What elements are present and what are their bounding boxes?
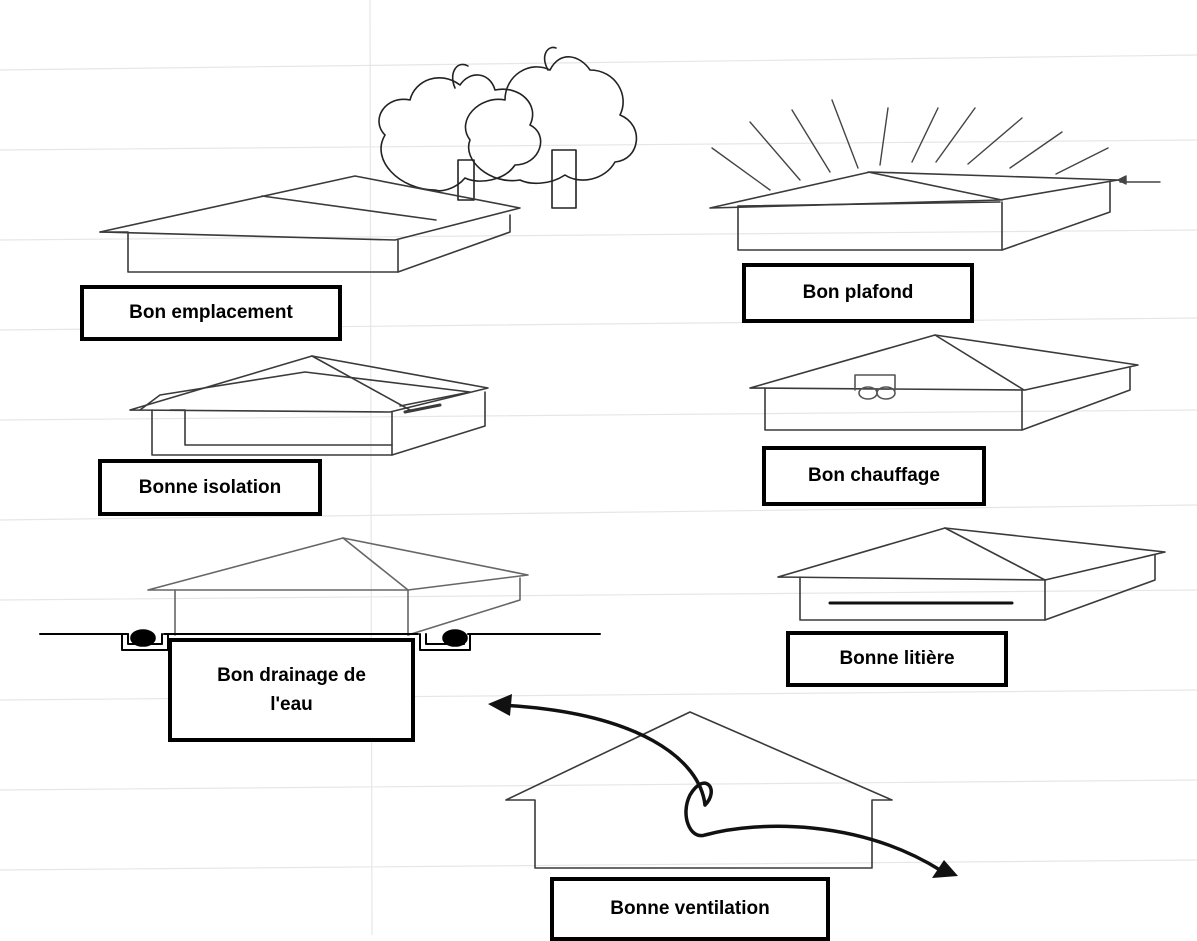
building-drainage	[148, 538, 528, 635]
label-bonne-ventilation-text: Bonne ventilation	[610, 898, 770, 920]
ventilation-airflow-arrow	[500, 705, 940, 870]
label-bon-drainage: Bon drainage de l'eau	[168, 638, 415, 742]
building-litiere	[778, 528, 1165, 620]
label-bonne-litiere: Bonne litière	[786, 631, 1008, 687]
airflow-arrowhead-left	[488, 694, 512, 716]
trees-drawing	[379, 47, 636, 208]
label-bon-chauffage: Bon chauffage	[762, 446, 986, 506]
label-bonne-litiere-text: Bonne litière	[839, 648, 955, 670]
label-bon-chauffage-text: Bon chauffage	[808, 465, 940, 487]
label-bonne-isolation: Bonne isolation	[98, 459, 322, 516]
sun-rays	[712, 100, 1160, 190]
label-bon-drainage-line1: Bon drainage de	[217, 664, 366, 686]
drain-pipes	[131, 630, 467, 646]
building-isolation	[130, 356, 488, 455]
label-bon-plafond-text: Bon plafond	[802, 282, 914, 304]
label-bon-emplacement-text: Bon emplacement	[129, 302, 293, 324]
label-bonne-ventilation: Bonne ventilation	[550, 877, 830, 941]
building-plafond	[710, 172, 1118, 250]
label-bon-plafond: Bon plafond	[742, 263, 974, 323]
label-bon-drainage-text: Bon drainage de l'eau	[217, 661, 366, 720]
label-bon-emplacement: Bon emplacement	[80, 285, 342, 341]
building-emplacement	[100, 176, 520, 272]
label-bon-drainage-line2: l'eau	[270, 694, 313, 715]
airflow-arrowhead-right	[932, 860, 958, 878]
label-bonne-isolation-text: Bonne isolation	[138, 476, 282, 498]
building-ventilation	[506, 712, 892, 868]
building-chauffage	[750, 335, 1138, 430]
